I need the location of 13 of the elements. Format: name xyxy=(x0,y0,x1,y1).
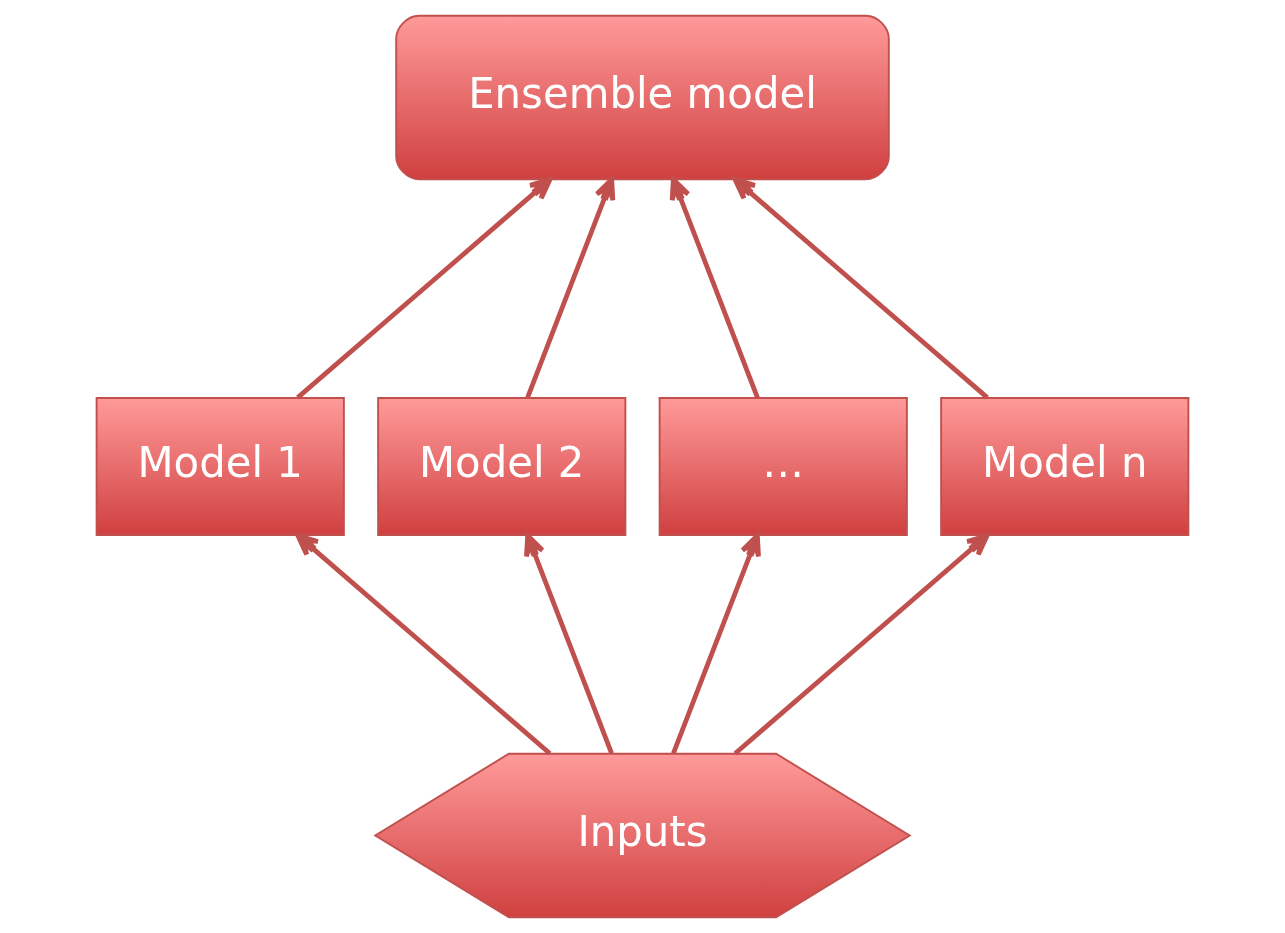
arrow xyxy=(524,533,614,755)
arrow xyxy=(733,533,990,756)
arrow xyxy=(732,176,989,400)
arrow xyxy=(295,533,552,756)
arrow xyxy=(525,176,616,399)
node-box: Model n xyxy=(940,397,1190,536)
node-box: Model 2 xyxy=(377,397,627,536)
node-box: … xyxy=(658,397,908,536)
arrow xyxy=(669,176,760,399)
node-box: Ensemble model xyxy=(395,14,890,181)
arrow xyxy=(671,533,761,755)
node-box: Model 1 xyxy=(95,397,345,536)
arrow xyxy=(296,176,553,400)
